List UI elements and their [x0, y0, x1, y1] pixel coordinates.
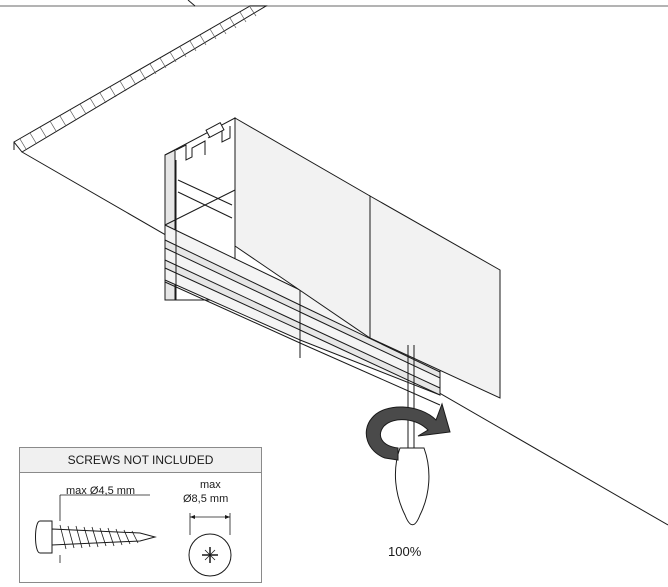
screws-info-box: SCREWS NOT INCLUDED: [19, 447, 262, 583]
head-max-label: max: [200, 479, 221, 491]
ceiling-profile: [164, 117, 441, 406]
rotation-arrow-icon: [365, 402, 451, 461]
screw-head-icon: [188, 533, 232, 577]
cover-panels: [234, 117, 501, 399]
screw-max-diameter: max Ø4,5 mm: [66, 485, 136, 497]
tightening-label: 100%: [388, 544, 422, 559]
screwdriver-icon: [395, 345, 430, 526]
screw-specs: max Ø4,5 mm max Ø8,5 mm: [20, 473, 261, 582]
screw-diagram: [35, 494, 232, 577]
screw-icon: [35, 520, 157, 554]
head-max-diameter: Ø8,5 mm: [183, 493, 229, 505]
screws-note: SCREWS NOT INCLUDED: [20, 448, 261, 473]
